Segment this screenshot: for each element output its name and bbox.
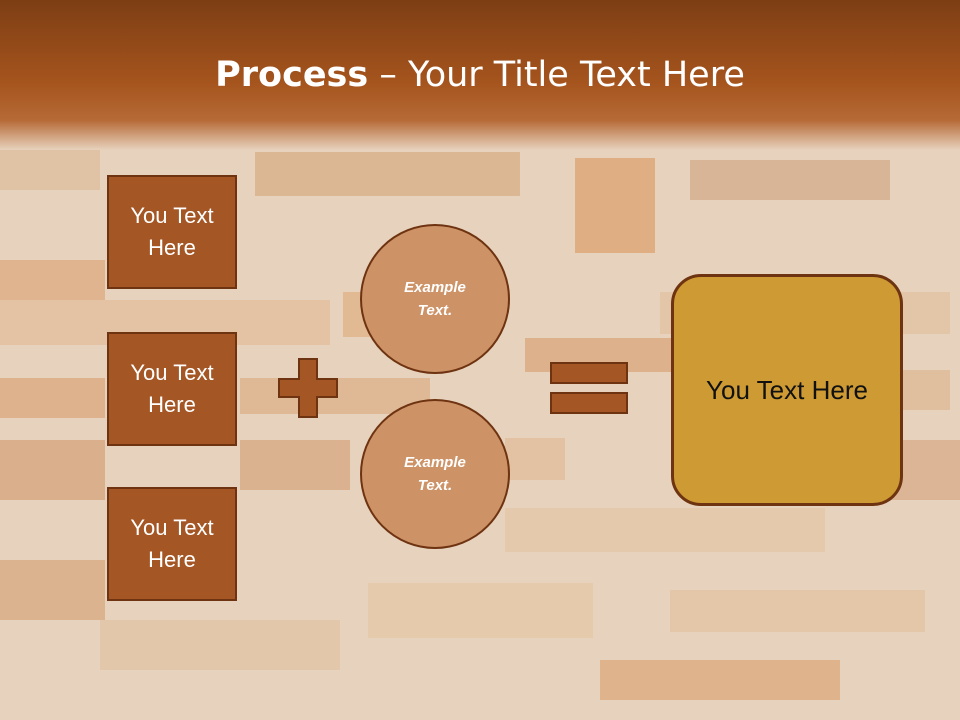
text-box-2: You Text Here: [107, 332, 237, 446]
text-box-2-label: You Text Here: [130, 360, 214, 417]
title-rest: – Your Title Text Here: [368, 55, 745, 95]
example-circle-1: Example Text.: [360, 224, 510, 374]
plus-icon: [278, 358, 338, 418]
text-box-1-label: You Text Here: [130, 203, 214, 260]
result-box: You Text Here: [671, 274, 903, 506]
title-bar: [0, 0, 960, 150]
slide-title: Process – Your Title Text Here: [0, 50, 960, 100]
text-box-3: You Text Here: [107, 487, 237, 601]
text-box-1: You Text Here: [107, 175, 237, 289]
example-circle-1-label: Example Text.: [404, 279, 466, 319]
result-box-label: You Text Here: [706, 374, 868, 405]
example-circle-2-label: Example Text.: [404, 454, 466, 494]
title-strong: Process: [215, 55, 369, 95]
equals-icon: [550, 362, 628, 414]
example-circle-2: Example Text.: [360, 399, 510, 549]
text-box-3-label: You Text Here: [130, 515, 214, 572]
